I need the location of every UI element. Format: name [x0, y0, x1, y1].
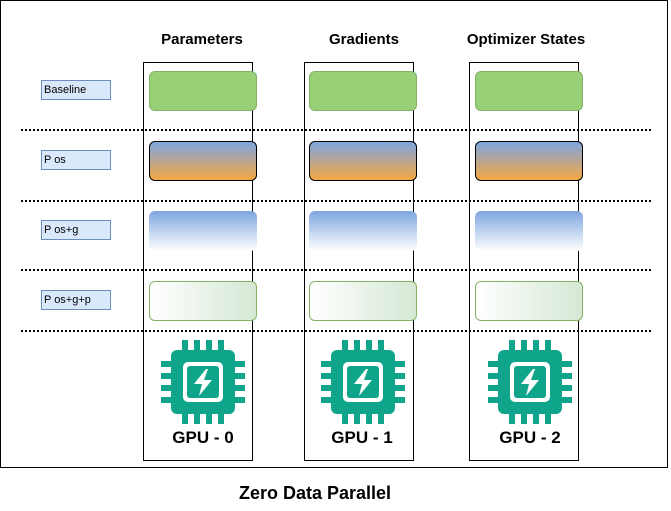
row-label-p-os-g: P os+g: [41, 220, 111, 240]
column-header-gradients: Gradients: [328, 31, 400, 48]
row-separator: [21, 200, 651, 202]
gpu-chip-lightning-icon: [321, 340, 405, 424]
gpu-chip-lightning-icon: [161, 340, 245, 424]
gpu-label-0: GPU - 0: [172, 428, 234, 447]
p-os-g-p-block-gpu1: [309, 281, 417, 321]
gpu-column-1: [304, 62, 414, 461]
column-header-optimizer-states: Optimizer States: [466, 31, 586, 48]
gpu-column-2: [469, 62, 579, 461]
gpu-column-0: [143, 62, 253, 461]
row-label-p-os-g-p: P os+g+p: [41, 290, 111, 310]
gpu-label-1: GPU - 1: [331, 428, 393, 447]
p-os-g-block-gpu1: [309, 211, 417, 251]
gpu-label-2: GPU - 2: [499, 428, 561, 447]
baseline-block-gpu2: [475, 71, 583, 111]
p-os-block-gpu2: [475, 141, 583, 181]
row-separator: [21, 269, 651, 271]
diagram-frame: Parameters Gradients Optimizer States Ba…: [0, 0, 668, 468]
p-os-block-gpu0: [149, 141, 257, 181]
diagram-caption: Zero Data Parallel: [238, 483, 392, 503]
baseline-block-gpu1: [309, 71, 417, 111]
p-os-g-p-block-gpu2: [475, 281, 583, 321]
row-separator: [21, 129, 651, 131]
row-separator: [21, 330, 651, 332]
column-header-parameters: Parameters: [161, 31, 243, 48]
p-os-block-gpu1: [309, 141, 417, 181]
p-os-g-block-gpu0: [149, 211, 257, 251]
row-label-baseline: Baseline: [41, 80, 111, 100]
p-os-g-p-block-gpu0: [149, 281, 257, 321]
gpu-chip-lightning-icon: [488, 340, 572, 424]
baseline-block-gpu0: [149, 71, 257, 111]
p-os-g-block-gpu2: [475, 211, 583, 251]
row-label-p-os: P os: [41, 150, 111, 170]
